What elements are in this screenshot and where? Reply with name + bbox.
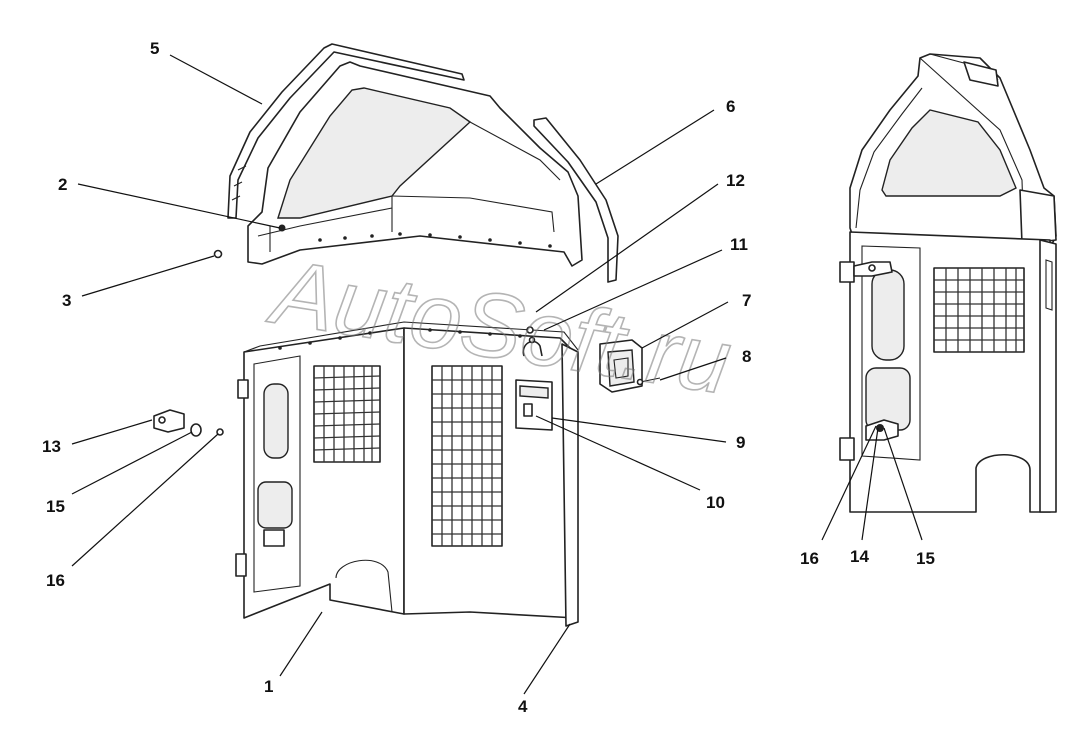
callout-2: 2	[58, 175, 67, 194]
latch-bracket-assembly	[515, 326, 661, 431]
left-mesh-window	[313, 365, 381, 463]
callout-14: 14	[850, 547, 869, 566]
assembled-view	[839, 53, 1057, 513]
callout-7: 7	[742, 291, 751, 310]
callout-labels: 1 2 3 4 5 6 7 8 9 10 11 12 13 15 16 16 1…	[42, 39, 935, 716]
callout-9: 9	[736, 433, 745, 452]
callout-12: 12	[726, 171, 745, 190]
right-trim-strip	[533, 117, 619, 283]
callout-8: 8	[742, 347, 751, 366]
roof-arch-assembly	[247, 61, 583, 267]
assembled-mesh-window	[933, 267, 1025, 353]
callout-5: 5	[150, 39, 159, 58]
callout-11: 11	[730, 235, 748, 254]
callout-15-right: 15	[916, 549, 935, 568]
callout-10: 10	[706, 493, 725, 512]
left-trim-strip	[227, 43, 465, 219]
right-mesh-window	[431, 365, 503, 547]
callout-6: 6	[726, 97, 735, 116]
hinge-fasteners	[153, 249, 224, 437]
callout-13: 13	[42, 437, 61, 456]
callout-3: 3	[62, 291, 71, 310]
callout-4: 4	[518, 697, 528, 716]
leader-lines	[71, 54, 923, 695]
callout-15-left: 15	[46, 497, 65, 516]
callout-1: 1	[264, 677, 273, 696]
callout-16-right: 16	[800, 549, 819, 568]
callout-16-left: 16	[46, 571, 65, 590]
